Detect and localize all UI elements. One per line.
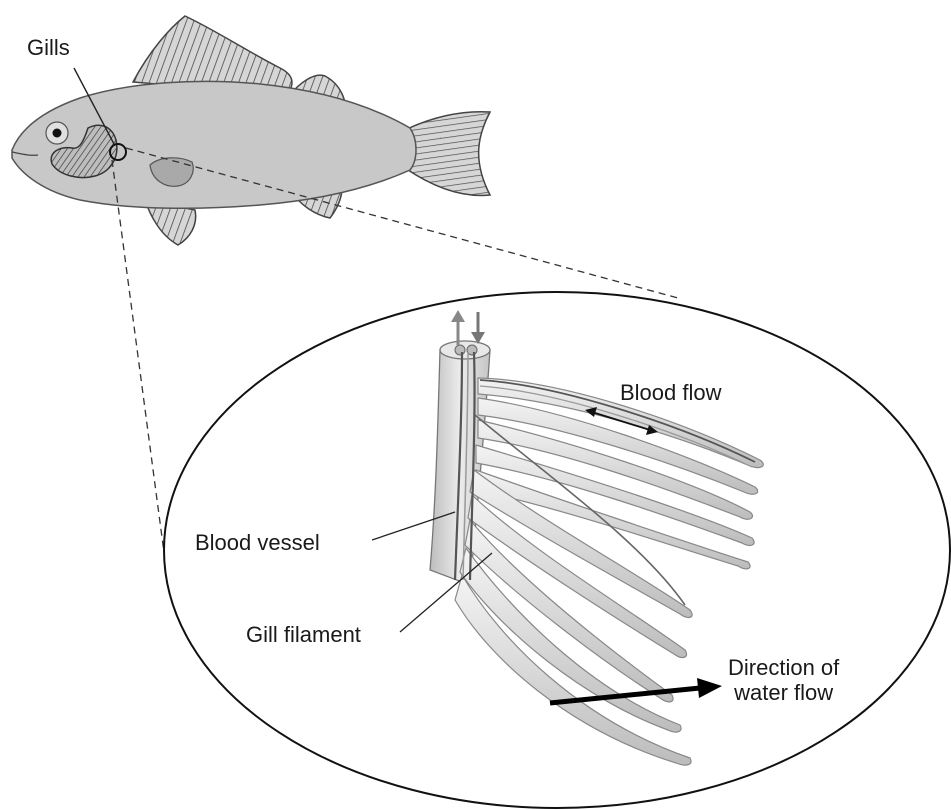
label-water-flow: Direction of water flow xyxy=(728,655,839,706)
fish xyxy=(12,16,490,245)
fish-body xyxy=(12,81,416,208)
label-gills: Gills xyxy=(27,35,70,60)
tail-fin xyxy=(405,112,490,196)
label-water-flow-line1: Direction of xyxy=(728,655,839,680)
label-blood-flow: Blood flow xyxy=(620,380,722,405)
fish-eye xyxy=(46,122,68,144)
label-blood-vessel: Blood vessel xyxy=(195,530,320,555)
label-gill-filament: Gill filament xyxy=(246,622,361,647)
label-water-flow-line2: water flow xyxy=(728,680,839,705)
